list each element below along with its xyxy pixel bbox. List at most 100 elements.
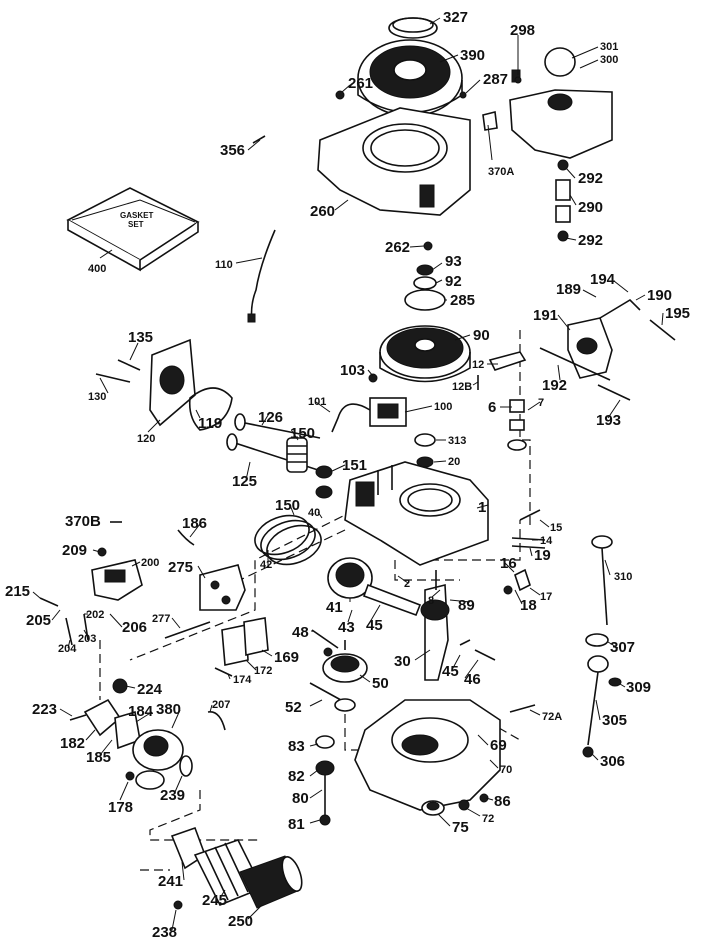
part-label-238: 238 (152, 924, 177, 941)
part-label-16: 16 (500, 555, 517, 572)
part-label-305: 305 (602, 712, 627, 729)
gasket-box-line2: SET (128, 220, 144, 229)
part-label-83: 83 (288, 738, 305, 755)
oil-pump-parts-80 (315, 735, 335, 826)
part-label-285: 285 (450, 292, 475, 309)
part-label-307: 307 (610, 639, 635, 656)
part-label-135: 135 (128, 329, 153, 346)
part-label-126: 126 (258, 409, 283, 426)
part-label-262: 262 (385, 239, 410, 256)
part-label-17: 17 (540, 591, 552, 603)
part-label-86: 86 (494, 793, 511, 810)
valve-springs-150 (286, 437, 333, 499)
part-label-52: 52 (285, 699, 302, 716)
part-label-14: 14 (540, 535, 553, 547)
air-filter-275 (164, 564, 246, 639)
part-label-298: 298 (510, 22, 535, 39)
part-label-380: 380 (156, 701, 181, 718)
part-label-224: 224 (137, 681, 163, 698)
part-label-306: 306 (600, 753, 625, 770)
part-label-12: 12 (472, 359, 484, 371)
cap-part-327 (388, 17, 438, 39)
leader-lines (32, 17, 664, 931)
oil-seal-75 (421, 800, 445, 816)
part-label-203: 203 (78, 633, 96, 645)
gasket-plates-172 (214, 617, 269, 677)
part-label-110: 110 (215, 259, 233, 271)
knob-224 (112, 678, 128, 694)
part-label-194: 194 (590, 271, 616, 288)
part-label-19: 19 (534, 547, 551, 564)
part-label-275: 275 (168, 559, 193, 576)
part-label-20: 20 (448, 456, 460, 468)
blower-housing-260 (317, 107, 471, 216)
part-label-182: 182 (60, 735, 85, 752)
part-number-labels: 327 390 298 301 300 261 287 356 370A 292… (5, 9, 690, 941)
part-label-70: 70 (500, 764, 512, 776)
part-label-7: 7 (538, 397, 544, 409)
part-label-15: 15 (550, 522, 562, 534)
part-label-130: 130 (88, 391, 106, 403)
part-label-190: 190 (647, 287, 672, 304)
bolts-48-45-46 (311, 629, 496, 661)
part-label-92: 92 (445, 273, 462, 290)
part-label-400: 400 (88, 263, 106, 275)
cylinder-block-1 (344, 461, 489, 566)
part-label-125: 125 (232, 473, 257, 490)
part-label-241: 241 (158, 873, 183, 890)
part-label-184: 184 (128, 703, 154, 720)
part-label-209: 209 (62, 542, 87, 559)
part-label-290: 290 (578, 199, 603, 216)
part-label-101: 101 (308, 396, 326, 408)
part-label-45-rod: 45 (366, 617, 383, 634)
cam-gear-50 (309, 640, 368, 712)
lever-12 (477, 351, 527, 390)
part-label-292-top: 292 (578, 170, 603, 187)
part-label-356: 356 (220, 142, 245, 159)
part-label-18: 18 (520, 597, 537, 614)
part-label-204: 204 (58, 643, 77, 655)
part-label-370b: 370B (65, 513, 101, 530)
part-label-215: 215 (5, 583, 30, 600)
part-label-223: 223 (32, 701, 57, 718)
part-label-41: 41 (326, 599, 343, 616)
part-label-150-bottom: 150 (275, 497, 300, 514)
air-filter-elements-245 (170, 826, 303, 910)
part-label-239: 239 (160, 787, 185, 804)
part-label-193: 193 (596, 412, 621, 429)
part-label-191: 191 (533, 307, 558, 324)
part-label-100: 100 (434, 401, 452, 413)
part-label-103: 103 (340, 362, 365, 379)
part-label-250: 250 (228, 913, 253, 930)
part-label-178: 178 (108, 799, 133, 816)
part-label-120: 120 (137, 433, 155, 445)
part-label-390: 390 (460, 47, 485, 64)
part-label-310: 310 (614, 571, 632, 583)
control-bracket-191 (539, 298, 676, 401)
part-label-202: 202 (86, 609, 104, 621)
part-label-45-bolt: 45 (442, 663, 459, 680)
part-label-30: 30 (394, 653, 411, 670)
part-label-207: 207 (212, 699, 230, 711)
piston-41 (327, 557, 422, 617)
part-label-72a: 72A (542, 711, 562, 723)
part-label-43: 43 (338, 619, 355, 636)
gasket-box-line1: GASKET (120, 211, 153, 220)
dipstick-tube-305 (582, 535, 622, 758)
part-label-370a: 370A (488, 166, 514, 178)
part-label-185: 185 (86, 749, 111, 766)
part-label-1: 1 (478, 499, 486, 516)
part-label-192: 192 (542, 377, 567, 394)
part-label-48: 48 (292, 624, 309, 641)
part-label-260: 260 (310, 203, 335, 220)
part-label-93: 93 (445, 253, 462, 270)
part-label-261: 261 (348, 75, 373, 92)
part-label-313: 313 (448, 435, 466, 447)
flywheel-stack (379, 264, 471, 383)
part-label-42: 42 (260, 559, 272, 571)
part-label-6: 6 (488, 399, 496, 416)
fuel-line-290 (555, 159, 571, 242)
part-label-245: 245 (202, 892, 227, 909)
part-label-205: 205 (26, 612, 51, 629)
